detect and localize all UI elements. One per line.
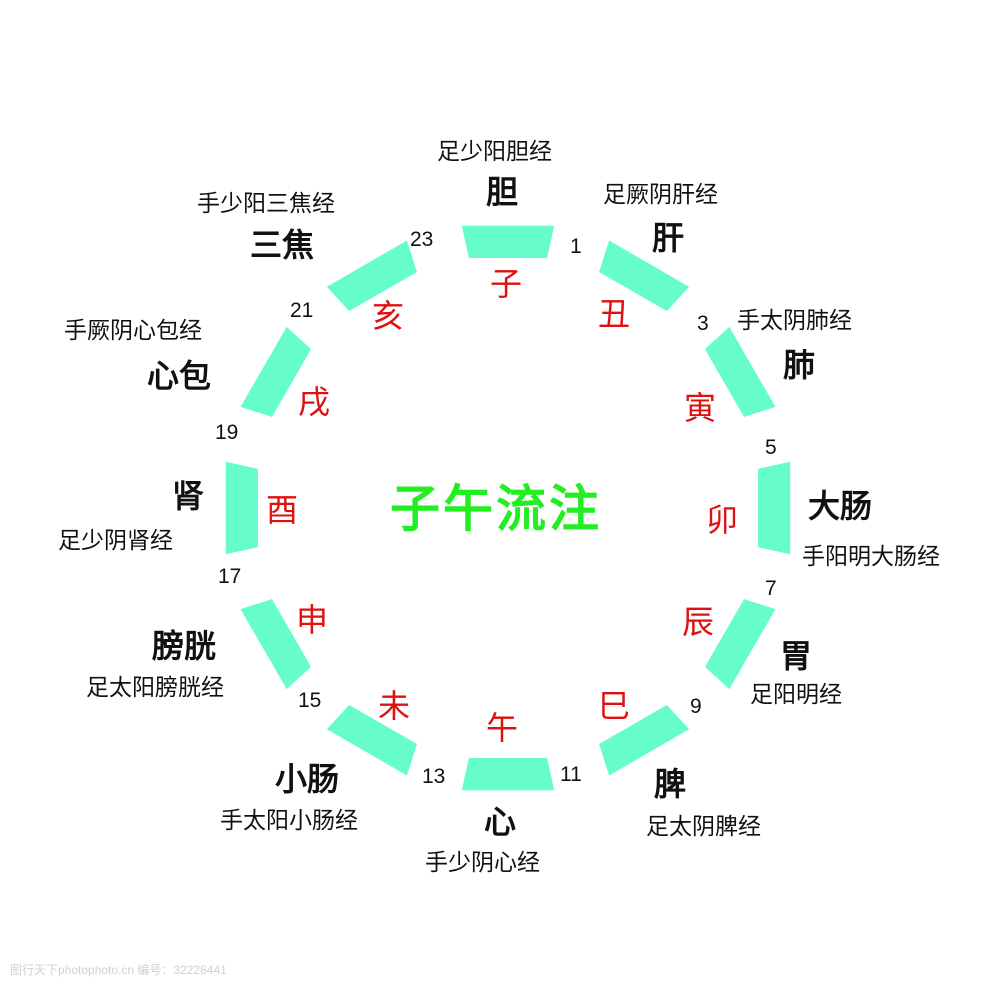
- ring-segment-2: [704, 326, 776, 417]
- hour-label-17: 17: [218, 565, 242, 588]
- branch-label-wei: 未: [378, 687, 411, 725]
- organ-label-liver: 肝: [652, 219, 685, 257]
- branch-label-si: 巳: [598, 687, 631, 725]
- branch-label-you: 酉: [266, 491, 299, 529]
- hour-label-1: 1: [570, 235, 582, 258]
- hour-label-5: 5: [765, 436, 777, 459]
- ring-segment-9: [225, 461, 258, 555]
- organ-label-kidney: 肾: [172, 477, 205, 515]
- branch-label-shen: 申: [296, 601, 329, 639]
- hour-label-23: 23: [410, 228, 434, 251]
- meridian-label-spleen: 足太阴脾经: [646, 814, 761, 840]
- branch-label-mao: 卯: [706, 501, 739, 539]
- meridian-label-gallbladder: 足少阳胆经: [437, 139, 552, 165]
- branch-label-yin: 寅: [684, 389, 717, 427]
- hour-label-3: 3: [697, 312, 709, 335]
- ring-segment-11: [326, 240, 417, 312]
- organ-label-spleen: 脾: [654, 765, 687, 803]
- ring-segment-1: [599, 240, 690, 312]
- meridian-label-pericardium: 手厥阴心包经: [64, 318, 202, 344]
- watermark-text: 图行天下photophoto.cn 编号：32228441: [10, 963, 227, 977]
- organ-label-gallbladder: 胆: [486, 173, 519, 211]
- hour-label-21: 21: [290, 299, 314, 322]
- branch-label-xu: 戌: [298, 383, 331, 421]
- center-title: 子午流注: [390, 480, 602, 538]
- hour-label-11: 11: [560, 763, 582, 786]
- ring-segment-4: [704, 599, 776, 690]
- meridian-label-lung: 手太阴肺经: [737, 308, 852, 334]
- meridian-label-liver: 足厥阴肝经: [603, 182, 718, 208]
- ring-segment-10: [240, 326, 312, 417]
- hour-label-15: 15: [298, 689, 322, 712]
- hour-label-7: 7: [765, 577, 777, 600]
- hour-label-9: 9: [690, 695, 702, 718]
- meridian-label-kidney: 足少阴肾经: [58, 528, 173, 554]
- ring-segment-6: [461, 758, 555, 791]
- ring-segment-5: [599, 704, 690, 776]
- ring-segment-0: [461, 225, 555, 258]
- organ-label-pericardium: 心包: [147, 357, 212, 395]
- branch-label-zi: 子: [490, 265, 523, 303]
- ring-segment-8: [240, 599, 312, 690]
- organ-label-bladder: 膀胱: [152, 627, 217, 665]
- branch-label-chen: 辰: [682, 603, 715, 641]
- organ-label-sanjiao: 三焦: [250, 226, 315, 264]
- meridian-label-small-intestine: 手太阳小肠经: [220, 808, 358, 834]
- branch-label-wu: 午: [486, 709, 519, 747]
- organ-label-small-intestine: 小肠: [275, 760, 340, 798]
- segment-ring: [225, 225, 791, 791]
- organ-label-heart: 心: [484, 803, 517, 841]
- meridian-label-large-intestine: 手阳明大肠经: [802, 544, 940, 570]
- meridian-label-bladder: 足太阳膀胱经: [86, 675, 224, 701]
- ring-segment-3: [758, 461, 791, 555]
- ring-segment-7: [326, 704, 417, 776]
- hour-label-19: 19: [215, 421, 239, 444]
- meridian-label-heart: 手少阴心经: [425, 850, 540, 876]
- organ-label-lung: 肺: [783, 346, 816, 384]
- organ-label-stomach: 胃: [780, 637, 813, 675]
- branch-label-chou: 丑: [598, 295, 631, 333]
- meridian-label-sanjiao: 手少阳三焦经: [197, 191, 335, 217]
- organ-label-large-intestine: 大肠: [808, 487, 873, 525]
- branch-label-hai: 亥: [372, 297, 405, 335]
- hour-label-13: 13: [422, 765, 446, 788]
- meridian-label-stomach: 足阳明经: [750, 682, 842, 708]
